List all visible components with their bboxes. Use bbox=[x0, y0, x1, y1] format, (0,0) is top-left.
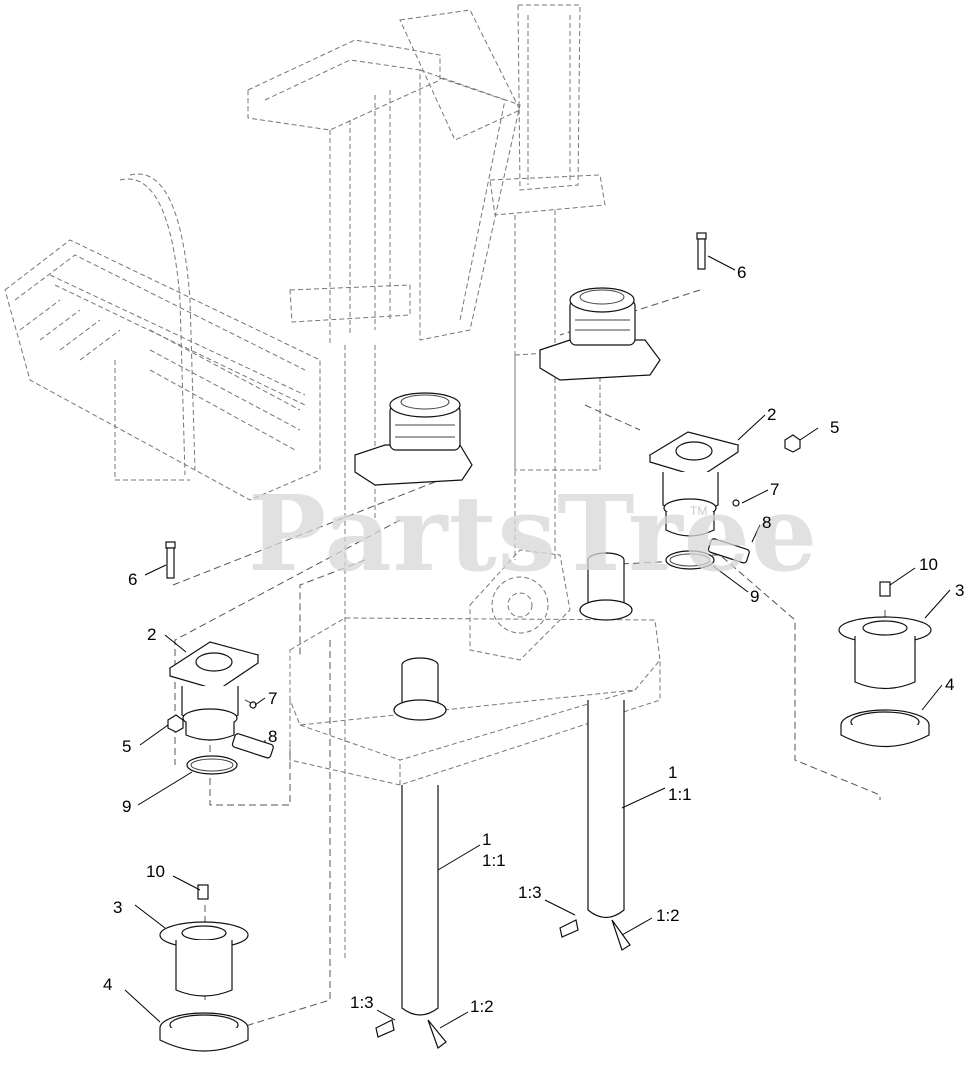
callout-1-1-right: 1:1 bbox=[668, 785, 692, 804]
callout-6-lower: 6 bbox=[128, 570, 137, 589]
callout-1-1-left: 1:1 bbox=[482, 851, 506, 870]
axle-shaft-left bbox=[375, 657, 447, 1049]
lower-flange-bearing bbox=[167, 641, 274, 775]
callout-9-lower: 9 bbox=[122, 797, 131, 816]
upper-flange-bearing bbox=[648, 431, 801, 570]
callout-8-lower: 8 bbox=[268, 727, 277, 746]
callout-labels: 6 2 5 7 8 9 10 3 4 6 2 7 5 8 9 1 1:1 1 1… bbox=[103, 263, 964, 1016]
watermark-trademark: TM bbox=[690, 504, 707, 518]
leader-lines bbox=[124, 255, 951, 1029]
callout-3-right: 3 bbox=[955, 581, 964, 600]
callout-1-right: 1 bbox=[668, 763, 677, 782]
callout-9-upper: 9 bbox=[750, 587, 759, 606]
callout-10-left: 10 bbox=[146, 862, 165, 881]
callout-1-2-right: 1:2 bbox=[656, 906, 680, 925]
callout-4-left: 4 bbox=[103, 975, 112, 994]
mast-frame bbox=[4, 4, 661, 960]
watermark-text: PartsTree bbox=[248, 472, 818, 595]
callout-2-upper: 2 bbox=[767, 405, 776, 424]
right-wheel-hub bbox=[838, 581, 932, 748]
lower-hydraulic-motor bbox=[354, 392, 473, 486]
axle-shaft-right bbox=[559, 552, 633, 951]
callout-6-upper: 6 bbox=[737, 263, 746, 282]
upper-hydraulic-motor bbox=[539, 287, 661, 381]
callout-1-2-left: 1:2 bbox=[470, 997, 494, 1016]
callout-3-left: 3 bbox=[113, 898, 122, 917]
callout-4-right: 4 bbox=[945, 675, 954, 694]
callout-1-left: 1 bbox=[482, 830, 491, 849]
bolt-lower-part-6 bbox=[165, 541, 176, 579]
assembly-lines bbox=[172, 289, 886, 1041]
left-wheel-hub bbox=[159, 884, 249, 1052]
partstree-watermark: PartsTree TM bbox=[248, 472, 818, 595]
callout-1-3-right: 1:3 bbox=[518, 883, 542, 902]
callout-7-upper: 7 bbox=[770, 480, 779, 499]
callout-5-upper: 5 bbox=[830, 418, 839, 437]
callout-8-upper: 8 bbox=[762, 513, 771, 532]
callout-1-3-left: 1:3 bbox=[350, 993, 374, 1012]
callout-10-right: 10 bbox=[919, 555, 938, 574]
callout-2-lower: 2 bbox=[147, 625, 156, 644]
callout-7-lower: 7 bbox=[268, 689, 277, 708]
callout-5-lower: 5 bbox=[122, 737, 131, 756]
bolt-upper-part-6 bbox=[696, 232, 707, 270]
